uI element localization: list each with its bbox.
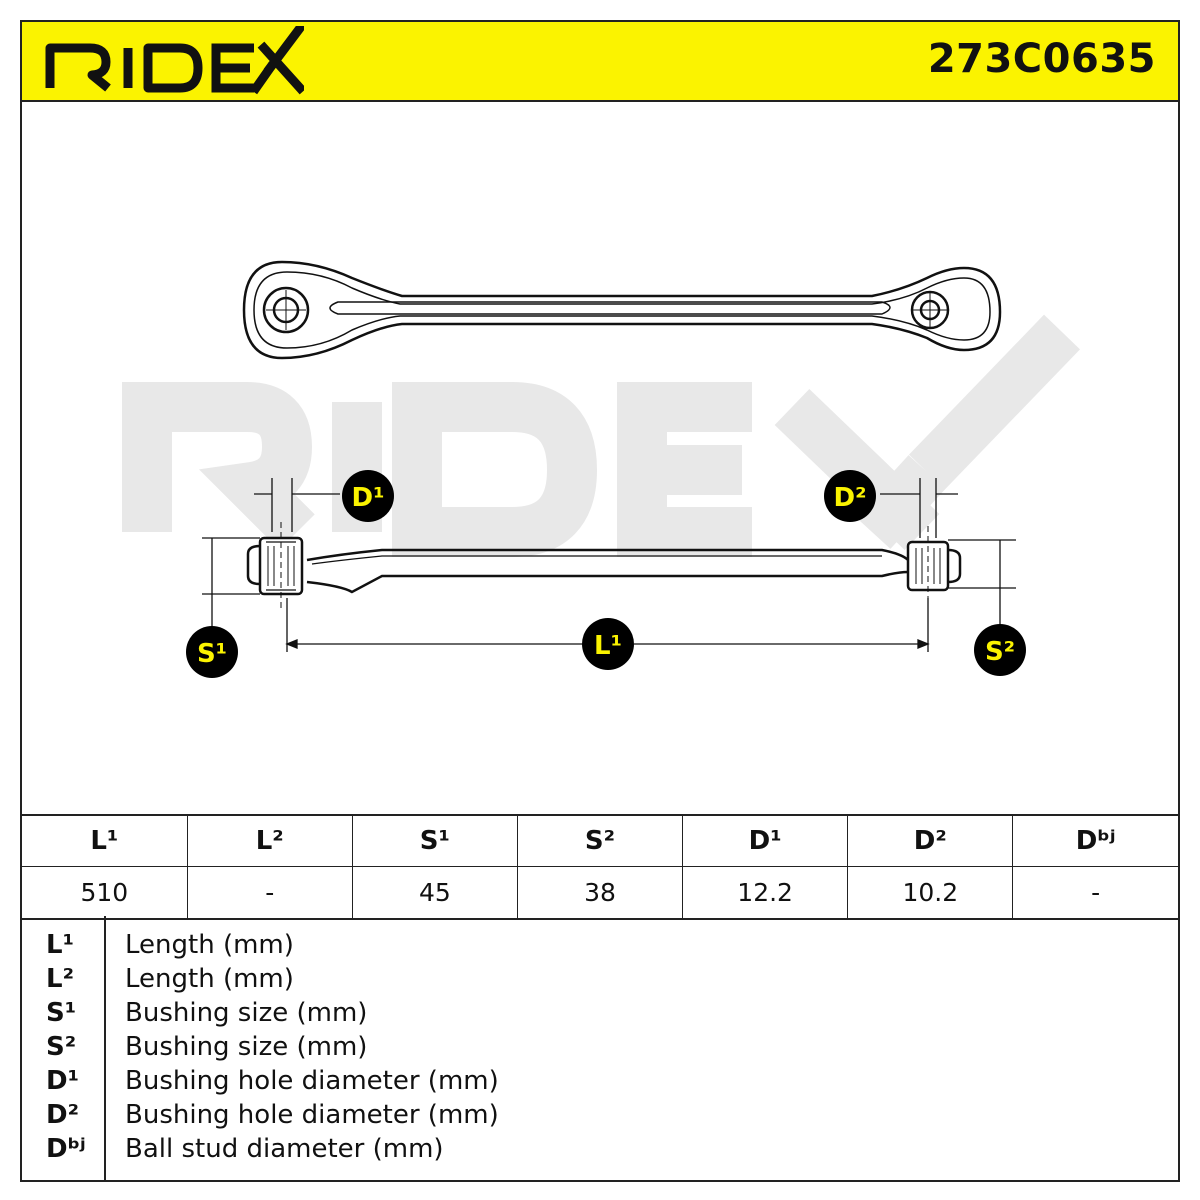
legend-description: Bushing hole diameter (mm) [125,1100,499,1130]
legend-symbol: S² [46,1032,77,1062]
control-arm-drawing: D¹ D² S¹ S² L¹ [122,260,1080,678]
spec-header-s1: S¹ [351,814,518,867]
dimension-lines [202,478,1016,652]
bushing-hatch-right [915,548,941,584]
legend-row: D² Bushing hole diameter (mm) [22,1098,1178,1132]
spec-value-s1: 45 [351,866,518,920]
legend-description: Bushing hole diameter (mm) [125,1066,499,1096]
arm-side-view [246,522,962,610]
spec-value-d1: 12.2 [682,866,849,920]
part-number: 273C0635 [927,36,1156,82]
callout-l1-label: L¹ [594,631,622,661]
legend-description: Length (mm) [125,964,294,994]
legend-row: D¹ Bushing hole diameter (mm) [22,1064,1178,1098]
header-bar: 273C0635 [22,21,1178,102]
spec-value-l2: - [186,866,353,920]
legend-description: Bushing size (mm) [125,998,368,1028]
legend-row: Dᵇʲ Ball stud diameter (mm) [22,1132,1178,1166]
legend-symbol: D¹ [46,1066,79,1096]
product-sheet: 273C0635 [20,20,1180,1182]
callout-d2: D² [824,470,876,522]
legend-symbol: L¹ [46,930,74,960]
legend-row: L² Length (mm) [22,962,1178,996]
legend: L¹ Length (mm) L² Length (mm) S¹ Bushing… [22,916,1178,1184]
arm-top-view [242,260,1002,360]
legend-divider [104,916,106,1182]
spec-header-s2: S² [516,814,684,867]
spec-header-dbj: Dᵇʲ [1012,814,1178,867]
callout-d1: D¹ [342,470,394,522]
brand-logo [44,21,307,102]
callout-d2-label: D² [834,483,867,513]
legend-description: Bushing size (mm) [125,1032,368,1062]
spec-value-dbj: - [1012,866,1178,920]
legend-description: Length (mm) [125,930,294,960]
spec-header-d1: D¹ [682,814,849,867]
legend-row: S² Bushing size (mm) [22,1030,1178,1064]
legend-symbol: L² [46,964,74,994]
bushing-hatch-left [267,546,295,586]
legend-row: S¹ Bushing size (mm) [22,996,1178,1030]
spec-table: L¹ L² S¹ S² D¹ D² Dᵇʲ 510 - 45 38 12.2 1… [22,814,1178,920]
watermark-logo [122,314,1080,557]
technical-drawing: D¹ D² S¹ S² L¹ [22,102,1178,814]
callout-s1-label: S¹ [197,639,227,669]
spec-value-s2: 38 [516,866,684,920]
spec-header-l1: L¹ [22,814,188,867]
callout-l1: L¹ [582,618,634,670]
callout-s1: S¹ [186,626,238,678]
legend-symbol: S¹ [46,998,77,1028]
callout-d1-label: D¹ [352,483,385,513]
spec-header-row: L¹ L² S¹ S² D¹ D² Dᵇʲ [22,814,1178,867]
spec-value-l1: 510 [22,866,188,920]
spec-header-d2: D² [847,814,1014,867]
legend-symbol: D² [46,1100,79,1130]
spec-value-row: 510 - 45 38 12.2 10.2 - [22,866,1178,920]
legend-symbol: Dᵇʲ [46,1134,86,1164]
spec-value-d2: 10.2 [847,866,1014,920]
callout-s2: S² [974,624,1026,676]
legend-description: Ball stud diameter (mm) [125,1134,444,1164]
spec-header-l2: L² [186,814,353,867]
callout-s2-label: S² [985,637,1015,667]
legend-row: L¹ Length (mm) [22,928,1178,962]
